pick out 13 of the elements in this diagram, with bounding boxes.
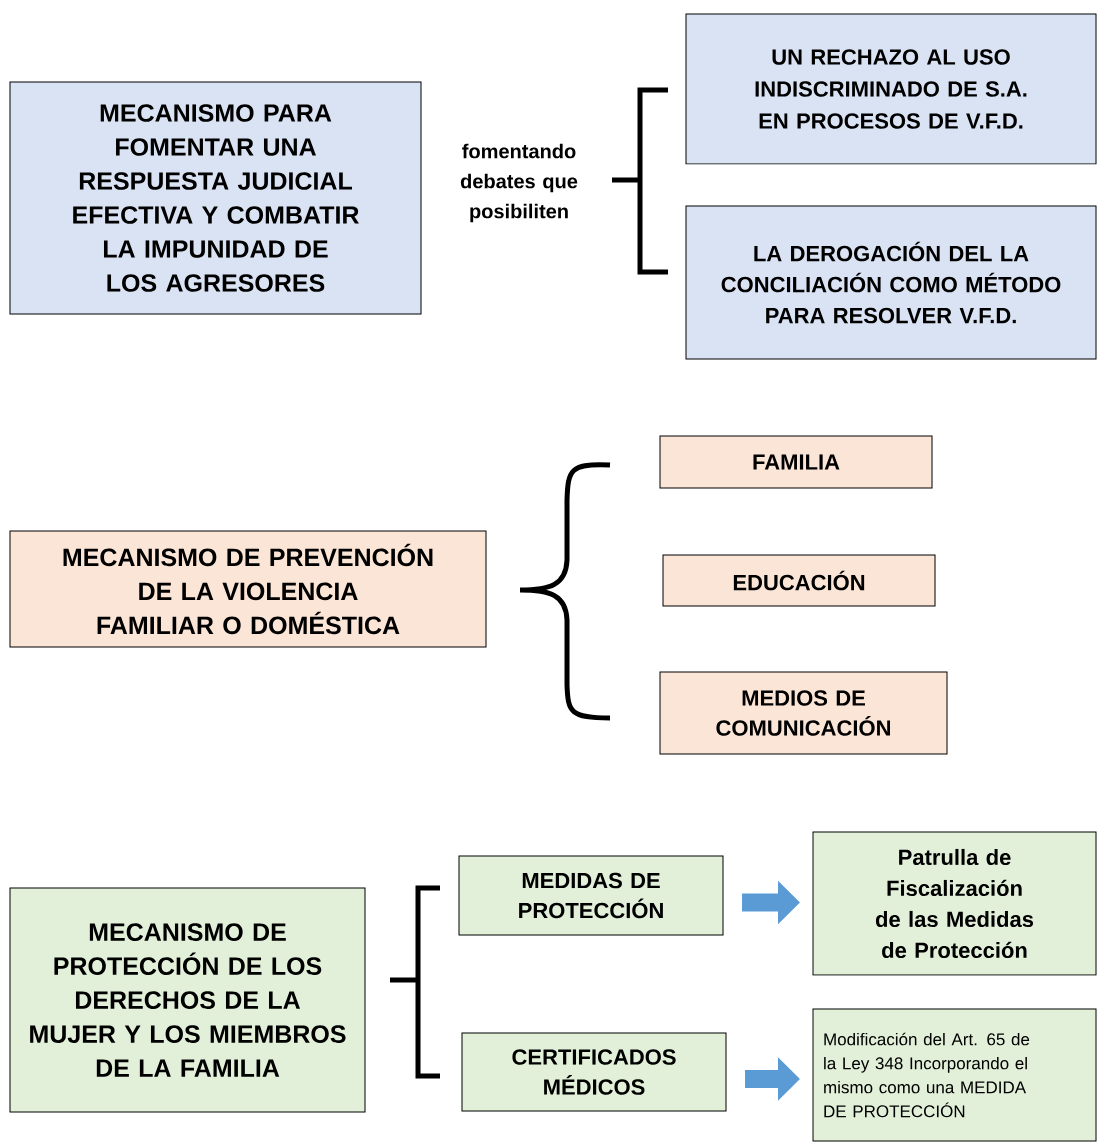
text-box: MECANISMO PARA FOMENTAR UNA RESPUESTA JUDICIAL EFECTIVA Y COMBATIR LA IMPUNIDAD DE LOS AGRESORES: [9, 81, 422, 315]
text-box: CERTIFICADOS MÉDICOS: [461, 1032, 727, 1112]
text-box: UN RECHAZO AL USO INDISCRIMINADO DE S.A. EN PROCESOS DE V.F.D.: [685, 13, 1097, 165]
text-box: Patrulla de Fiscalización de las Medidas de Protección: [812, 831, 1097, 976]
text-box: MEDIDAS DE PROTECCIÓN: [458, 855, 724, 936]
text-box: MEDIOS DE COMUNICACIÓN: [659, 671, 948, 755]
text-box: FAMILIA: [659, 435, 933, 489]
text-box: Modificación del Art. 65 de la Ley 348 Incorporando el mismo como una MEDIDA DE PROTECCIÓN: [812, 1008, 1097, 1142]
text-box: LA DEROGACIÓN DEL LA CONCILIACIÓN COMO MÉTODO PARA RESOLVER V.F.D.: [685, 205, 1097, 360]
text-box: MECANISMO DE PREVENCIÓN DE LA VIOLENCIA FAMILIAR O DOMÉSTICA: [9, 530, 487, 648]
text-box: MECANISMO DE PROTECCIÓN DE LOS DERECHOS DE LA MUJER Y LOS MIEMBROS DE LA FAMILIA: [9, 887, 366, 1113]
annotation-text: fomentando debates que posibiliten: [460, 143, 578, 223]
text-box: EDUCACIÓN: [662, 554, 936, 607]
